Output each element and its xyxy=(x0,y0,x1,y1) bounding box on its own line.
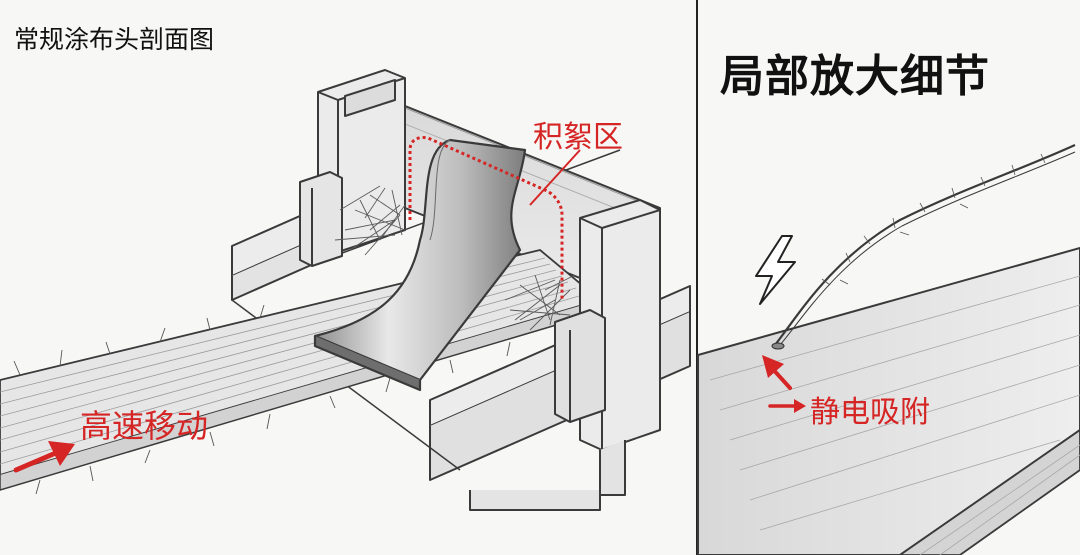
static-arrow-up-icon xyxy=(762,355,792,390)
static-fibre xyxy=(771,143,1076,350)
right-panel-title: 局部放大细节 xyxy=(720,51,990,102)
right-pillar xyxy=(554,199,661,496)
curved-doctor-blade xyxy=(313,138,527,392)
accumulation-zone-outline xyxy=(408,136,564,300)
static-arrow-right-icon xyxy=(768,399,806,413)
red-arrow-icon xyxy=(13,441,75,473)
lightning-bolt-icon xyxy=(755,235,796,305)
magnified-web-board xyxy=(697,247,1080,555)
left-pillar xyxy=(299,69,406,267)
accumulation-leader-line xyxy=(529,149,581,206)
fibre-clump-left xyxy=(334,185,406,256)
accumulation-zone-label: 积絮区 xyxy=(533,120,623,155)
high-speed-label: 高速移动 xyxy=(80,407,209,445)
coating-head-cross-section xyxy=(0,69,691,511)
static-adsorption-label: 静电吸附 xyxy=(810,395,930,430)
left-panel-title: 常规涂布头剖面图 xyxy=(14,25,215,54)
